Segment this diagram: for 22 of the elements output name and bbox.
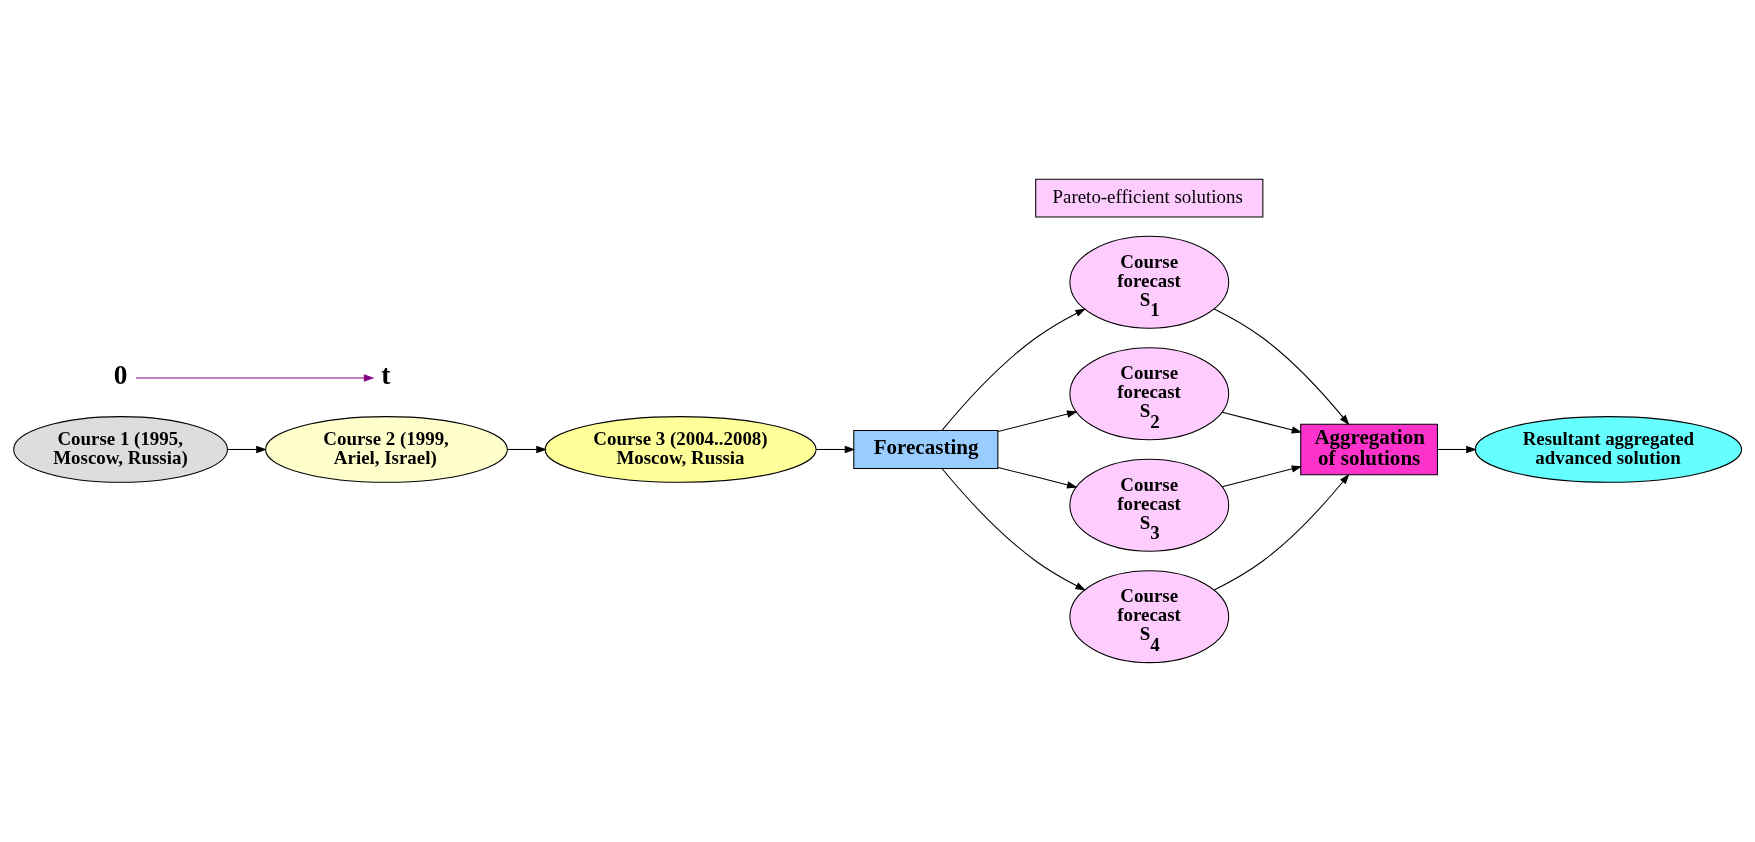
node-box: Aggregation of solutions (1300, 423, 1438, 476)
arrow (941, 308, 1086, 431)
node-ellipse: Course 1 (1995, Moscow, Russia) (13, 416, 228, 483)
arrow (997, 466, 1078, 489)
arrow (941, 468, 1086, 591)
node-text: t (381, 359, 391, 390)
arrow (815, 445, 856, 454)
arrow (1213, 308, 1350, 426)
arrow (1221, 411, 1303, 434)
arrow (507, 445, 547, 454)
node-text: 0 (113, 359, 128, 390)
arrow (1221, 465, 1303, 488)
node-box: Forecasting (853, 430, 999, 469)
node-ellipse: Resultant aggregated advanced solution (1474, 416, 1743, 483)
node-ellipse: Course 3 (2004..2008) Moscow, Russia (544, 416, 817, 483)
arrow (135, 374, 375, 382)
node-ellipse: Course 2 (1999, Ariel, Israel) (265, 416, 508, 483)
arrow (1436, 445, 1477, 454)
arrow (1213, 473, 1350, 591)
arrow (997, 410, 1078, 433)
node-box: Pareto-efficient solutions (1035, 178, 1264, 218)
arrow (227, 445, 267, 454)
